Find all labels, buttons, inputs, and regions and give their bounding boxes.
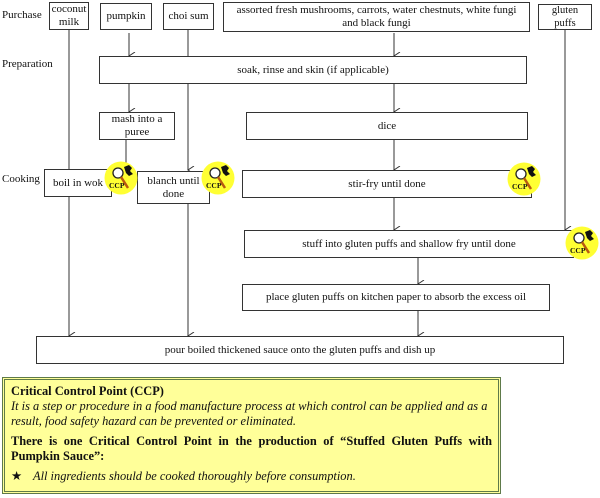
ccp-label: CCP — [512, 182, 528, 191]
box-choi-sum: choi sum — [163, 3, 214, 30]
box-label: boil in wok — [52, 176, 104, 189]
box-label: blanch until done — [147, 174, 200, 200]
box-label: pour boiled thickened sauce onto the glu… — [164, 343, 436, 356]
box-pumpkin: pumpkin — [100, 3, 152, 30]
stage-label-preparation: Preparation — [2, 58, 53, 70]
ccp-badge-boil: CCP — [104, 161, 138, 195]
box-label: stir-fry until done — [348, 177, 426, 190]
box-label: gluten puffs — [551, 5, 579, 29]
ccp-definition-note: Critical Control Point (CCP) It is a ste… — [2, 377, 501, 494]
box-place-on-kitchen-paper: place gluten puffs on kitchen paper to a… — [242, 284, 550, 311]
magnifier-detective-icon — [209, 165, 230, 189]
box-gluten-puffs: gluten puffs — [538, 4, 592, 30]
box-label: soak, rinse and skin (if applicable) — [237, 63, 389, 76]
note-summary: There is one Critical Control Point in t… — [11, 434, 492, 463]
box-stir-fry: stir-fry until done — [242, 170, 532, 198]
box-label: mash into a puree — [111, 113, 163, 138]
star-bullet-icon: ★ — [11, 469, 23, 483]
ccp-label: CCP — [206, 181, 222, 190]
magnifier-detective-icon — [515, 166, 536, 190]
box-label: stuff into gluten puffs and shallow fry … — [302, 237, 516, 250]
note-bullet-text: All ingredients should be cooked thoroug… — [33, 469, 356, 483]
ccp-badge-stuff-fry: CCP — [565, 226, 599, 260]
box-label: place gluten puffs on kitchen paper to a… — [265, 291, 527, 303]
stage-label-purchase: Purchase — [2, 9, 42, 21]
ccp-badge-blanch: CCP — [201, 161, 235, 195]
box-boil-in-wok: boil in wok — [44, 169, 112, 197]
box-label: choi sum — [168, 10, 209, 22]
ccp-label: CCP — [109, 181, 125, 190]
ccp-label: CCP — [570, 246, 586, 255]
box-soak-rinse-skin: soak, rinse and skin (if applicable) — [99, 56, 527, 84]
box-mash-puree: mash into a puree — [99, 112, 175, 140]
box-stuff-and-shallow-fry: stuff into gluten puffs and shallow fry … — [244, 230, 574, 258]
box-label: coconut milk — [51, 3, 87, 28]
box-blanch-until-done: blanch until done — [137, 171, 210, 204]
box-dice: dice — [246, 112, 528, 140]
box-pour-sauce-dish-up: pour boiled thickened sauce onto the glu… — [36, 336, 564, 364]
note-title: Critical Control Point (CCP) — [11, 384, 164, 398]
box-label: pumpkin — [106, 10, 146, 22]
note-bullet-item: ★ All ingredients should be cooked thoro… — [11, 469, 492, 484]
box-label: dice — [377, 119, 397, 132]
magnifier-detective-icon — [573, 230, 594, 254]
box-assorted-vegetables: assorted fresh mushrooms, carrots, water… — [223, 2, 530, 32]
box-coconut-milk: coconut milk — [49, 2, 89, 30]
magnifier-detective-icon — [112, 165, 133, 189]
box-label: assorted fresh mushrooms, carrots, water… — [236, 4, 517, 29]
note-definition: It is a step or procedure in a food manu… — [11, 399, 488, 428]
stage-label-cooking: Cooking — [2, 173, 40, 185]
flow-connectors — [0, 30, 600, 370]
ccp-badge-stir-fry: CCP — [507, 162, 541, 196]
